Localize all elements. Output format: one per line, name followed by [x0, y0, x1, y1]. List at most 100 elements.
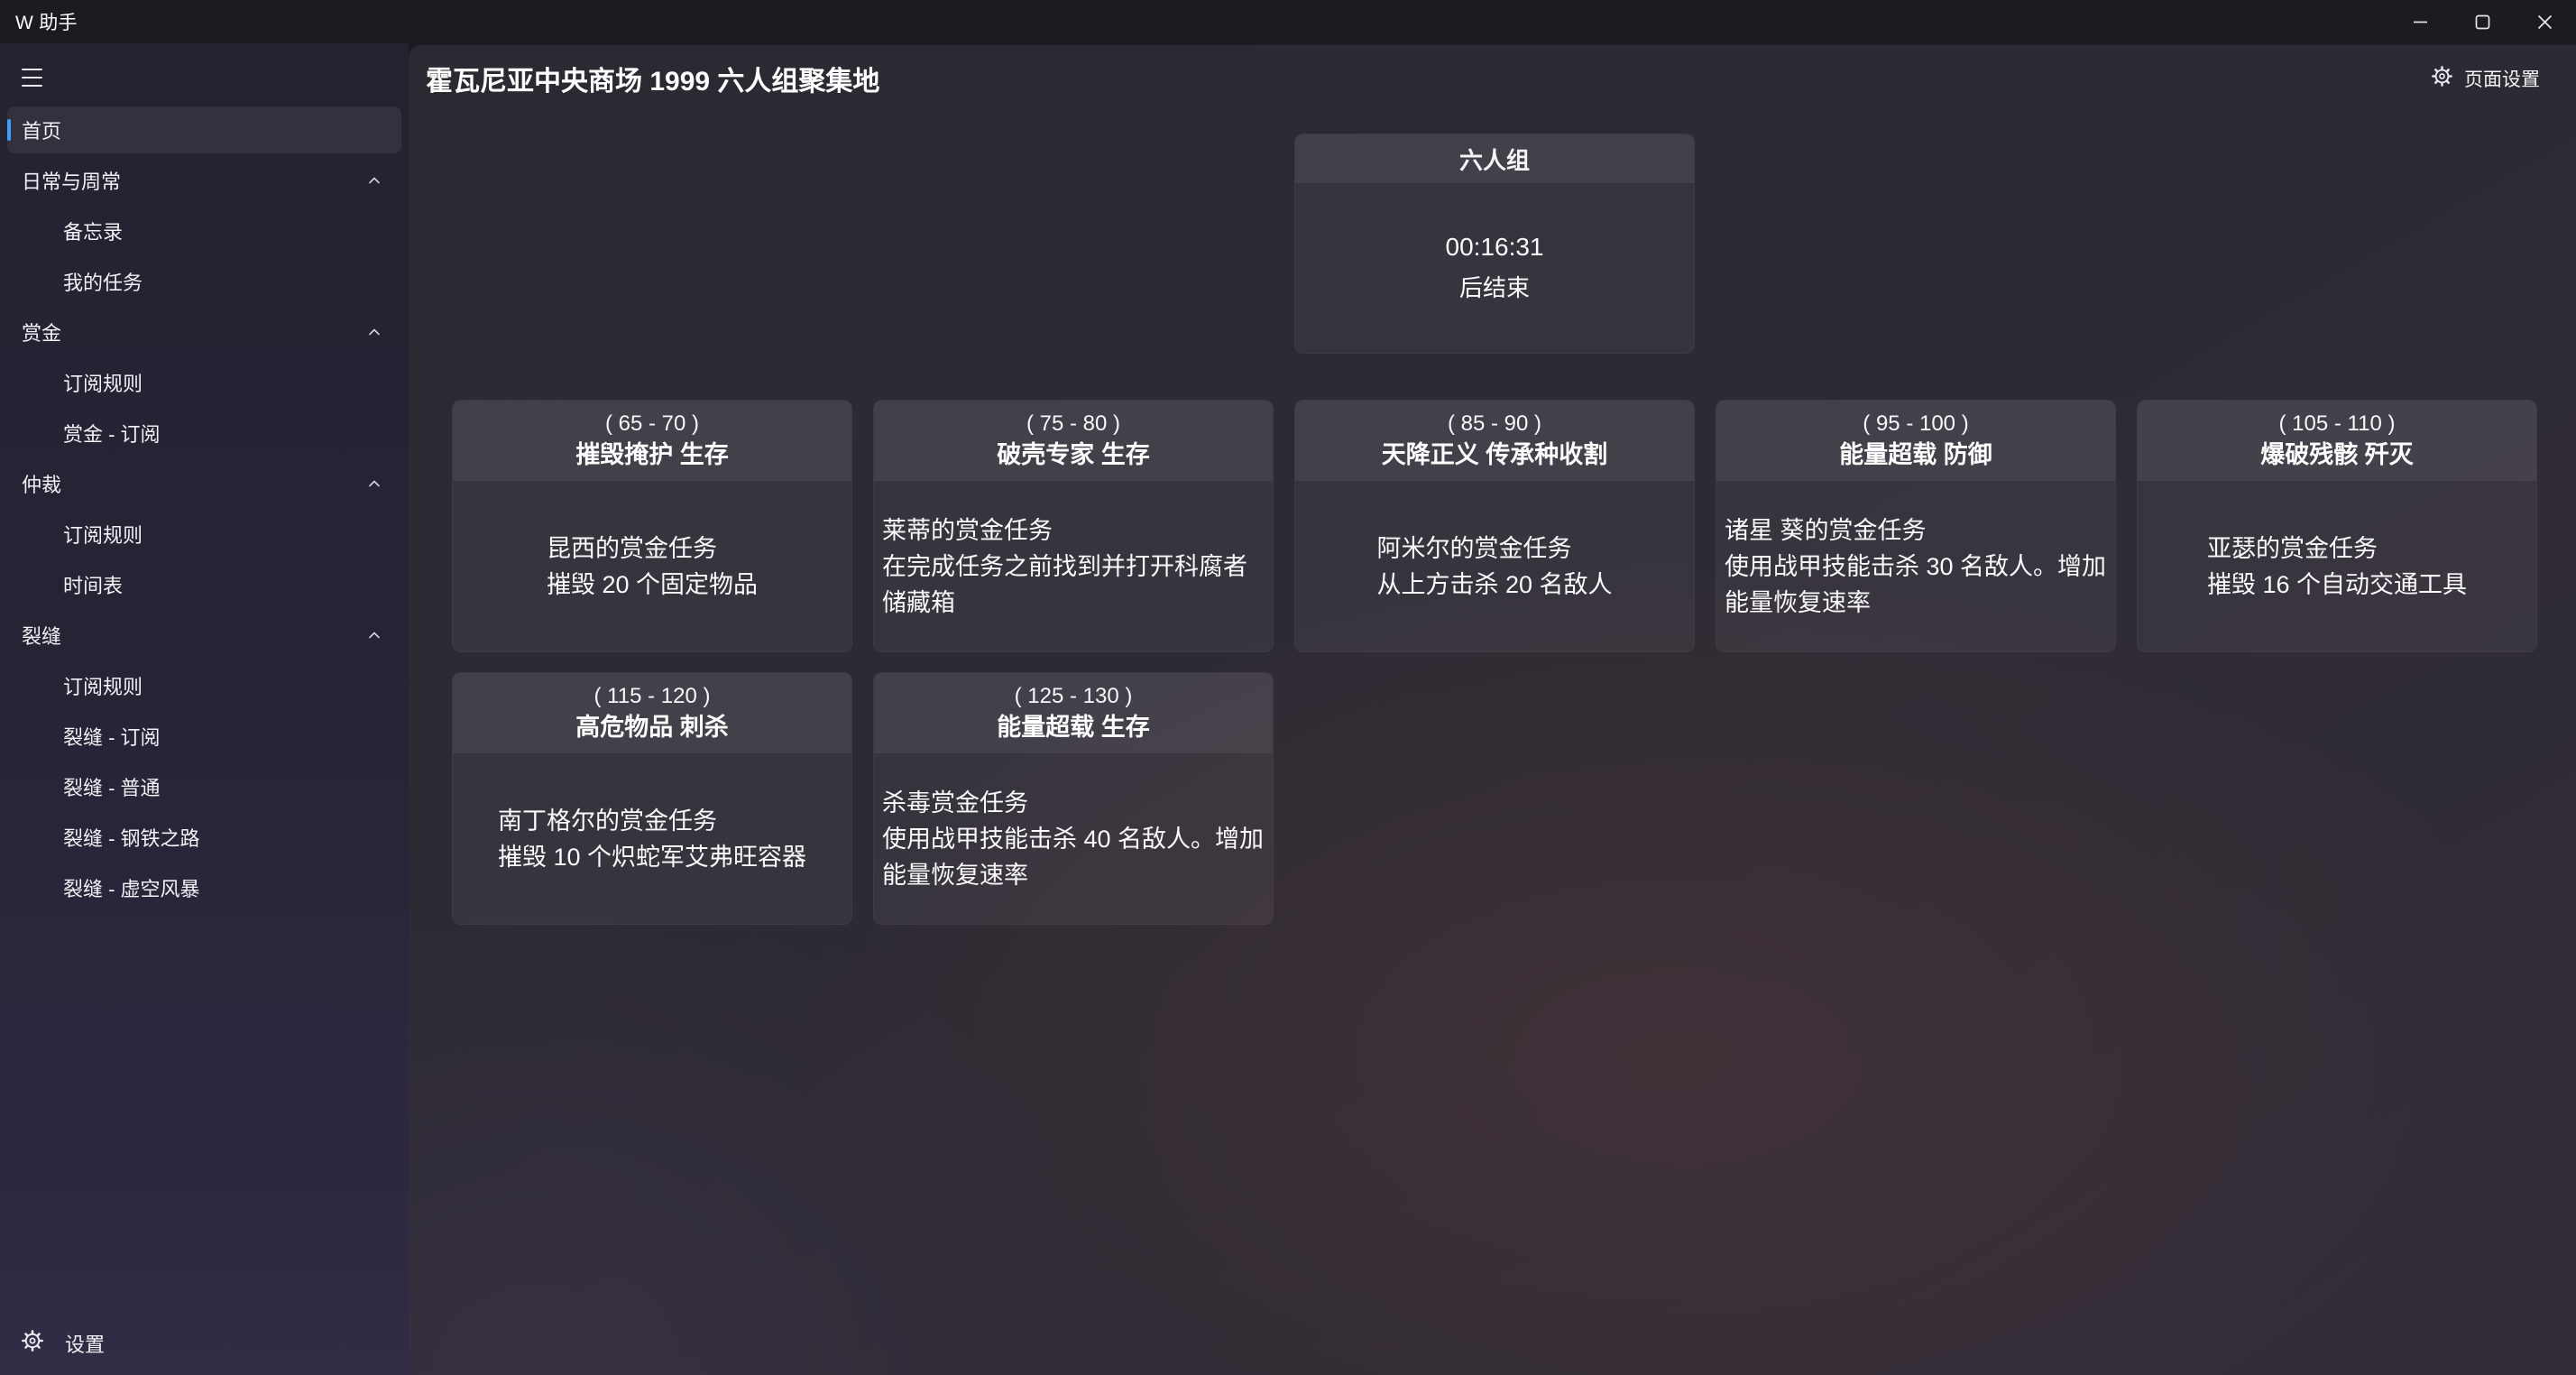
bounty-level-range: ( 125 - 130 ) [1014, 684, 1133, 708]
sidebar-item-fissure-subscribe-rules[interactable]: 订阅规则 [7, 662, 401, 709]
gear-icon [2432, 65, 2452, 92]
bounty-desc: 摧毁 20 个固定物品 [546, 570, 759, 598]
timer-card-title: 六人组 [1295, 134, 1694, 183]
sidebar-group-daily-weekly[interactable]: 日常与周常 [7, 157, 401, 204]
settings-label: 设置 [65, 1333, 106, 1356]
page-settings-label: 页面设置 [2464, 69, 2540, 90]
sidebar-nav: 首页 日常与周常 备忘录 我的任务 赏金 订阅规则 [0, 106, 409, 911]
bounty-card-header: ( 105 - 110 ) 爆破残骸 歼灭 [2138, 401, 2536, 481]
maximize-icon [2473, 13, 2492, 32]
bounty-card: ( 75 - 80 ) 破壳专家 生存 莱蒂的赏金任务 在完成任务之前找到并打开… [873, 400, 1274, 652]
page-content: 六人组 00:16:31 后结束 ( 65 - 70 ) 摧毁掩护 生存 [452, 134, 2537, 961]
bounty-card: ( 95 - 100 ) 能量超载 防御 诸星 葵的赏金任务 使用战甲技能击杀 … [1716, 400, 2116, 652]
page-settings-button[interactable]: 页面设置 [2432, 65, 2540, 92]
sidebar-item-label: 赏金 - 订阅 [63, 423, 161, 446]
close-button[interactable] [2514, 0, 2576, 43]
sidebar-item-label: 首页 [22, 120, 62, 143]
bounty-card-header: ( 85 - 90 ) 天降正义 传承种收割 [1295, 401, 1694, 481]
chevron-up-icon [365, 323, 383, 341]
bounty-card-body: 亚瑟的赏金任务 摧毁 16 个自动交通工具 [2138, 481, 2536, 651]
hamburger-menu-button[interactable] [14, 61, 51, 94]
app-body: 首页 日常与周常 备忘录 我的任务 赏金 订阅规则 [0, 43, 2576, 1375]
sidebar-item-label: 时间表 [63, 575, 124, 597]
bounty-giver: 亚瑟的赏金任务 [2206, 534, 2378, 562]
chevron-up-icon [365, 626, 383, 644]
bounty-card-body: 阿米尔的赏金任务 从上方击杀 20 名敌人 [1295, 481, 1694, 651]
sidebar-item-bounty-subscribe-rules[interactable]: 订阅规则 [7, 359, 401, 406]
chevron-up-icon [365, 171, 383, 189]
bounty-card-header: ( 125 - 130 ) 能量超载 生存 [874, 673, 1273, 753]
hamburger-menu-icon [22, 69, 42, 70]
sidebar-item-label: 订阅规则 [63, 373, 143, 395]
sidebar-group-fissure[interactable]: 裂缝 [7, 612, 401, 659]
sidebar-item-label: 订阅规则 [63, 524, 143, 547]
bounty-card-header: ( 75 - 80 ) 破壳专家 生存 [874, 401, 1273, 481]
bounty-name: 天降正义 传承种收割 [1381, 441, 1608, 468]
window-controls [2389, 0, 2576, 43]
sidebar-item-fissure-subscription[interactable]: 裂缝 - 订阅 [7, 713, 401, 760]
maximize-button[interactable] [2452, 0, 2514, 43]
bounty-giver: 昆西的赏金任务 [546, 534, 717, 562]
countdown-value: 00:16:31 [1445, 233, 1544, 261]
sidebar-item-label: 裂缝 - 订阅 [63, 726, 161, 749]
bounty-card-header: ( 65 - 70 ) 摧毁掩护 生存 [453, 401, 851, 481]
sidebar-item-settings[interactable]: 设置 [7, 1320, 401, 1367]
bounty-card: ( 115 - 120 ) 高危物品 刺杀 南丁格尔的赏金任务 摧毁 10 个炽… [452, 672, 852, 925]
minimize-button[interactable] [2389, 0, 2452, 43]
bounty-giver: 诸星 葵的赏金任务 [1725, 516, 1927, 544]
gear-icon [22, 1330, 43, 1357]
bounty-card-body: 南丁格尔的赏金任务 摧毁 10 个炽蛇军艾弗旺容器 [453, 753, 851, 924]
sidebar-item-label: 备忘录 [63, 221, 124, 244]
sidebar-item-label: 裂缝 [22, 625, 62, 648]
timer-card-body: 00:16:31 后结束 [1295, 183, 1694, 353]
main-panel: 霍瓦尼亚中央商场 1999 六人组聚集地 [409, 45, 2576, 1375]
bounty-card: ( 65 - 70 ) 摧毁掩护 生存 昆西的赏金任务 摧毁 20 个固定物品 [452, 400, 852, 652]
sidebar-item-label: 订阅规则 [63, 676, 143, 698]
bounty-card: ( 85 - 90 ) 天降正义 传承种收割 阿米尔的赏金任务 从上方击杀 20… [1294, 400, 1695, 652]
bounty-desc: 使用战甲技能击杀 30 名敌人。增加能量恢复速率 [1725, 552, 2107, 616]
sidebar-item-fissure-void-storm[interactable]: 裂缝 - 虚空风暴 [7, 864, 401, 911]
sidebar-item-arbitration-subscribe-rules[interactable]: 订阅规则 [7, 511, 401, 558]
bounty-level-range: ( 65 - 70 ) [604, 411, 700, 436]
sidebar-item-bounty-subscription[interactable]: 赏金 - 订阅 [7, 410, 401, 457]
page-header: 霍瓦尼亚中央商场 1999 六人组聚集地 [409, 45, 2576, 106]
titlebar: W 助手 [0, 0, 2576, 43]
close-icon [2535, 13, 2554, 32]
bounty-card: ( 105 - 110 ) 爆破残骸 歼灭 亚瑟的赏金任务 摧毁 16 个自动交… [2137, 400, 2537, 652]
sidebar-item-fissure-steel-path[interactable]: 裂缝 - 钢铁之路 [7, 814, 401, 861]
sidebar-group-bounty[interactable]: 赏金 [7, 309, 401, 355]
sidebar-item-memo[interactable]: 备忘录 [7, 208, 401, 254]
bounty-giver: 莱蒂的赏金任务 [882, 516, 1053, 544]
bounty-level-range: ( 85 - 90 ) [1447, 411, 1542, 436]
countdown-suffix: 后结束 [1458, 274, 1530, 301]
bounty-name: 爆破残骸 歼灭 [2260, 441, 2414, 468]
page-title: 霍瓦尼亚中央商场 1999 六人组聚集地 [426, 67, 880, 97]
bounty-giver: 杀毒赏金任务 [882, 789, 1028, 817]
sidebar-item-label: 赏金 [22, 322, 62, 345]
bounty-card-body: 杀毒赏金任务 使用战甲技能击杀 40 名敌人。增加能量恢复速率 [874, 753, 1273, 924]
sidebar-item-label: 我的任务 [63, 272, 143, 294]
bounty-card-body: 诸星 葵的赏金任务 使用战甲技能击杀 30 名敌人。增加能量恢复速率 [1716, 481, 2115, 651]
sidebar-item-my-tasks[interactable]: 我的任务 [7, 258, 401, 305]
squad-timer-card: 六人组 00:16:31 后结束 [1294, 134, 1695, 354]
bounty-desc: 从上方击杀 20 名敌人 [1376, 570, 1613, 598]
bounty-card-header: ( 95 - 100 ) 能量超载 防御 [1716, 401, 2115, 481]
bounty-cards-grid: ( 65 - 70 ) 摧毁掩护 生存 昆西的赏金任务 摧毁 20 个固定物品 [452, 400, 2537, 961]
sidebar-item-home[interactable]: 首页 [7, 106, 401, 153]
bounty-name: 高危物品 刺杀 [575, 714, 729, 741]
sidebar-footer: 设置 [0, 1316, 409, 1375]
bounty-level-range: ( 95 - 100 ) [1863, 411, 1969, 436]
sidebar-group-arbitration[interactable]: 仲裁 [7, 460, 401, 507]
bounty-desc: 摧毁 16 个自动交通工具 [2206, 570, 2468, 598]
sidebar-item-arbitration-schedule[interactable]: 时间表 [7, 561, 401, 608]
chevron-up-icon [365, 475, 383, 493]
sidebar-item-label: 裂缝 - 虚空风暴 [63, 878, 200, 900]
bounty-level-range: ( 105 - 110 ) [2278, 411, 2396, 436]
bounty-giver: 南丁格尔的赏金任务 [497, 807, 717, 835]
bounty-giver: 阿米尔的赏金任务 [1376, 534, 1572, 562]
bounty-desc: 在完成任务之前找到并打开科腐者储藏箱 [882, 552, 1247, 616]
sidebar-item-fissure-normal[interactable]: 裂缝 - 普通 [7, 763, 401, 810]
bounty-card-body: 昆西的赏金任务 摧毁 20 个固定物品 [453, 481, 851, 651]
sidebar-item-label: 裂缝 - 钢铁之路 [63, 827, 200, 850]
